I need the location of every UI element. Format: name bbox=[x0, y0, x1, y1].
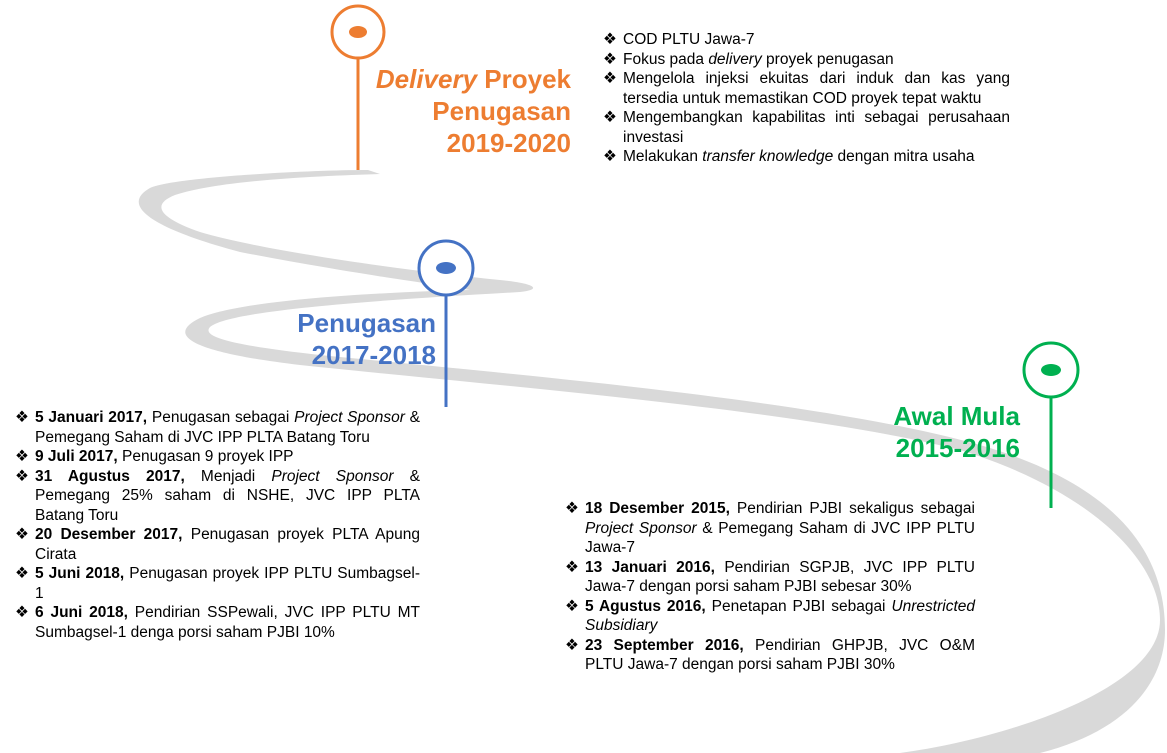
item-emphasis: transfer knowledge bbox=[702, 148, 834, 165]
item-text: Fokus pada bbox=[623, 50, 709, 68]
item-text: Penugasan 9 proyek IPP bbox=[117, 448, 294, 465]
list-item: ❖ 13 Januari 2016, Pendirian SGPJB, JVC I… bbox=[565, 558, 975, 597]
list-item: ❖ Fokus pada delivery proyek penugasan bbox=[603, 50, 1010, 70]
diamond-bullet-icon: ❖ bbox=[603, 109, 617, 126]
list-item: ❖ 9 Juli 2017, Penugasan 9 proyek IPP bbox=[15, 447, 420, 467]
item-text: COD PLTU Jawa-7 bbox=[623, 31, 755, 48]
list-item: ❖ 5 Juni 2018, Penugasan proyek IPP PLTU … bbox=[15, 564, 420, 603]
diamond-bullet-icon: ❖ bbox=[565, 636, 579, 654]
item-text: Penetapan PJBI sebagai bbox=[705, 597, 892, 615]
item-text: Penugasan proyek IPP PLTU Sumbagsel-1 bbox=[35, 565, 420, 602]
list-item: ❖ 5 Januari 2017, Penugasan sebagai Proje… bbox=[15, 408, 420, 447]
pin-penugasan bbox=[417, 239, 475, 407]
diamond-bullet-icon: ❖ bbox=[15, 448, 29, 465]
pin-delivery bbox=[330, 4, 386, 170]
item-text: Mengembangkan kapabilitas inti sebagai p… bbox=[623, 109, 1010, 146]
item-text: Penugasan proyek PLTA Apung Cirata bbox=[35, 526, 420, 563]
item-text: Pendirian SSPewali, JVC IPP PLTU MT Sumb… bbox=[35, 604, 420, 641]
list-delivery: ❖ COD PLTU Jawa-7 ❖ Fokus pada delivery pro… bbox=[603, 30, 1010, 167]
list-item: ❖ 31 Agustus 2017, Menjadi Project Sponso… bbox=[15, 467, 420, 526]
item-text: Pendirian PJBI sekaligus sebagai bbox=[729, 500, 975, 517]
diamond-bullet-icon: ❖ bbox=[15, 604, 29, 621]
list-item: ❖5 Agustus 2016, Penetapan PJBI sebagai … bbox=[565, 597, 975, 636]
item-text: Melakukan bbox=[623, 148, 703, 165]
item-date: 6 Juni 2018, bbox=[35, 604, 128, 621]
list-item: ❖ Melakukan transfer knowledge dengan mit… bbox=[603, 147, 1010, 167]
item-date: 18 Desember 2015, bbox=[585, 500, 730, 517]
list-item: ❖ 23 September 2016, Pendirian GHPJB, JVC… bbox=[565, 636, 975, 675]
list-item: ❖ COD PLTU Jawa-7 bbox=[603, 30, 1010, 50]
item-emphasis: Project Sponsor bbox=[271, 467, 394, 485]
title-delivery: Delivery Proyek Penugasan 2019-2020 bbox=[375, 64, 571, 158]
diamond-bullet-icon: ❖ bbox=[565, 558, 579, 576]
item-date: 5 Agustus 2016, bbox=[585, 597, 706, 615]
list-awal: ❖ 18 Desember 2015, Pendirian PJBI sekali… bbox=[565, 499, 975, 675]
item-date: 5 Juni 2018, bbox=[35, 565, 125, 582]
diamond-bullet-icon: ❖ bbox=[565, 597, 579, 615]
diamond-bullet-icon: ❖ bbox=[15, 526, 29, 543]
item-text: Penugasan sebagai bbox=[147, 409, 295, 426]
diamond-bullet-icon: ❖ bbox=[15, 467, 29, 485]
diamond-bullet-icon: ❖ bbox=[603, 50, 617, 68]
list-item: ❖ 18 Desember 2015, Pendirian PJBI sekali… bbox=[565, 499, 975, 558]
item-text-cont: dengan mitra usaha bbox=[833, 148, 975, 165]
item-text-cont: & Pemegang Saham di JVC IPP PLTU Jawa-7 bbox=[585, 519, 975, 557]
item-text: Menjadi bbox=[184, 467, 272, 485]
item-emphasis: Project Sponsor bbox=[294, 409, 405, 426]
diamond-bullet-icon: ❖ bbox=[603, 70, 617, 87]
diamond-bullet-icon: ❖ bbox=[603, 31, 617, 48]
list-item: ❖ 6 Juni 2018, Pendirian SSPewali, JVC IP… bbox=[15, 603, 420, 642]
diamond-bullet-icon: ❖ bbox=[603, 148, 617, 165]
diamond-bullet-icon: ❖ bbox=[15, 409, 29, 426]
item-text-cont: proyek penugasan bbox=[761, 50, 894, 68]
item-date: 13 Januari 2016, bbox=[585, 558, 715, 576]
item-date: 20 Desember 2017, bbox=[35, 526, 183, 543]
title-awal-mula: Awal Mula 2015-2016 bbox=[893, 401, 1020, 463]
list-item: ❖ Mengelola injeksi ekuitas dari induk da… bbox=[603, 69, 1010, 108]
item-date: 31 Agustus 2017, bbox=[35, 467, 185, 485]
list-item: ❖ Mengembangkan kapabilitas inti sebagai … bbox=[603, 108, 1010, 147]
item-emphasis: delivery bbox=[708, 50, 762, 68]
title-penugasan: Penugasan 2017-2018 bbox=[297, 308, 436, 370]
item-text: Pendirian SGPJB, JVC IPP PLTU Jawa-7 den… bbox=[585, 558, 975, 596]
item-text-cont: & Pemegang Saham di JVC IPP PLTA Batang … bbox=[35, 409, 420, 446]
item-text: Pendirian GHPJB, JVC O&M PLTU Jawa-7 den… bbox=[585, 636, 975, 674]
list-item: ❖ 20 Desember 2017, Penugasan proyek PLTA… bbox=[15, 525, 420, 564]
item-date: 9 Juli 2017, bbox=[35, 448, 118, 465]
item-text: Mengelola injeksi ekuitas dari induk dan… bbox=[623, 70, 1010, 107]
list-penugasan: ❖ 5 Januari 2017, Penugasan sebagai Proje… bbox=[15, 408, 420, 642]
item-emphasis: Project Sponsor bbox=[585, 519, 697, 537]
pin-awal bbox=[1022, 341, 1080, 508]
item-date: 5 Januari 2017, bbox=[35, 409, 148, 426]
item-date: 23 September 2016, bbox=[585, 636, 744, 654]
item-emphasis: Unrestricted Subsidiary bbox=[585, 597, 975, 635]
diamond-bullet-icon: ❖ bbox=[565, 500, 579, 517]
diamond-bullet-icon: ❖ bbox=[15, 565, 29, 582]
item-text-cont: & Pemegang 25% saham di NSHE, JVC IPP PL… bbox=[35, 467, 420, 524]
